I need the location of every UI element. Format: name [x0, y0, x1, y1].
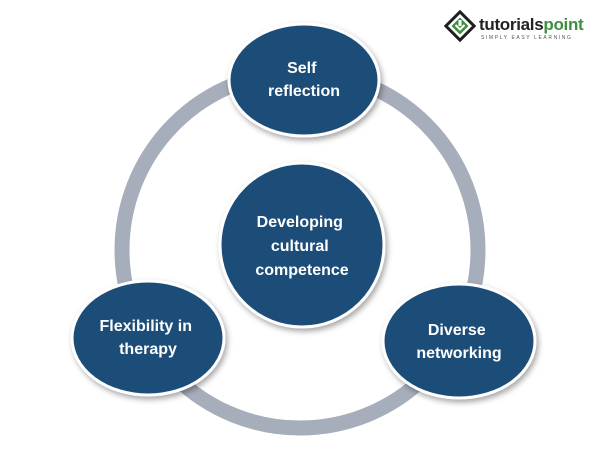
- node-flexibility-in-therapy: Flexibility in therapy: [70, 279, 226, 397]
- diverse-networking-label: Diverse networking: [416, 322, 501, 362]
- center-node: Developing cultural competence: [218, 161, 386, 329]
- node-self-reflection: Self reflection: [227, 22, 381, 138]
- node-diverse-networking: Diverse networking: [381, 282, 537, 400]
- diverse-networking-line-2: networking: [416, 345, 501, 362]
- flexibility-line-1: Flexibility in: [100, 318, 192, 335]
- flexibility-label: Flexibility in therapy: [100, 318, 197, 358]
- logo-name-part2: point: [543, 15, 584, 34]
- diverse-networking-line-1: Diverse: [428, 322, 486, 339]
- center-label: Developing cultural competence: [255, 214, 348, 279]
- self-reflection-label: Self reflection: [268, 60, 340, 100]
- logo-wordmark: tutorialspoint: [479, 15, 584, 35]
- center-line-1: Developing: [257, 214, 343, 231]
- tutorialspoint-logo[interactable]: tutorialspoint SIMPLY EASY LEARNING: [444, 10, 594, 46]
- flexibility-line-2: therapy: [119, 341, 177, 358]
- logo-icon: [444, 10, 476, 42]
- logo-name-part1: tutorials: [479, 15, 544, 34]
- self-reflection-line-2: reflection: [268, 83, 340, 100]
- logo-tagline: SIMPLY EASY LEARNING: [481, 35, 573, 41]
- center-line-2: cultural: [271, 238, 329, 255]
- self-reflection-line-1: Self: [287, 60, 317, 77]
- center-line-3: competence: [255, 262, 348, 279]
